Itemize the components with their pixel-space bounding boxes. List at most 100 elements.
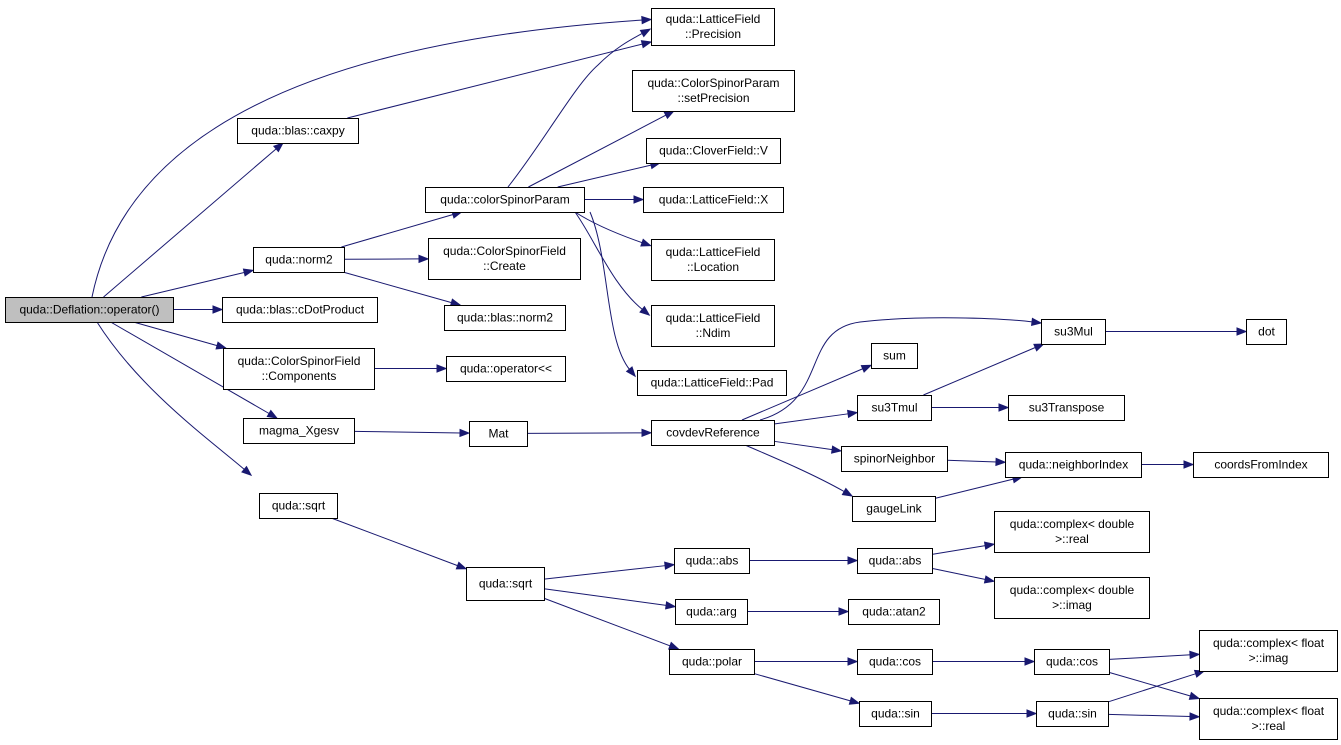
node-spinorneighbor[interactable]: spinorNeighbor (841, 446, 948, 472)
node-lfprecision[interactable]: quda::LatticeField::Precision (651, 8, 775, 46)
node-mat[interactable]: Mat (469, 421, 528, 447)
edge-abs1-to-abs2 (749, 556, 859, 565)
node-label: coordsFromIndex (1214, 458, 1307, 472)
node-label: dot (1258, 325, 1275, 339)
edge-root-to-components (133, 321, 228, 350)
node-sum[interactable]: sum (871, 343, 918, 369)
node-covdev[interactable]: covdevReference (651, 420, 775, 446)
edge-caxpy-to-lfprecision (347, 40, 653, 119)
node-label: quda::LatticeField (666, 12, 761, 26)
edge-cos1-to-cos2 (932, 657, 1036, 666)
edge-spinorneighbor-to-neighborindex (946, 457, 1007, 467)
edge-root-to-sqrt1 (96, 321, 253, 477)
edge-cos2-to-cfreal (1108, 671, 1201, 700)
node-box (637, 370, 787, 396)
node-label: quda::LatticeField (666, 311, 761, 325)
node-sqrt2[interactable]: quda::sqrt (466, 567, 545, 601)
node-cdimag[interactable]: quda::complex< double>::imag (994, 577, 1150, 619)
node-box (871, 343, 918, 369)
node-caxpy[interactable]: quda::blas::caxpy (237, 118, 359, 144)
node-lfpad[interactable]: quda::LatticeField::Pad (637, 370, 787, 396)
node-dot[interactable]: dot (1246, 319, 1287, 345)
edge-sqrt1-to-sqrt2 (330, 517, 468, 570)
node-label: quda::cos (869, 655, 921, 669)
node-box (1036, 701, 1109, 727)
node-box (1034, 649, 1110, 675)
edge-csparam-to-lflocation (574, 211, 652, 247)
node-sin2[interactable]: quda::sin (1036, 701, 1109, 727)
node-label: >::real (1055, 532, 1089, 546)
node-gaugelink[interactable]: gaugeLink (852, 496, 936, 522)
node-label: quda::polar (682, 655, 742, 669)
node-cos1[interactable]: quda::cos (857, 649, 933, 675)
edge-covdev-to-spinorneighbor (773, 440, 843, 454)
edge-csparam-to-lfndim (574, 211, 651, 316)
node-setprecision[interactable]: quda::ColorSpinorParam::setPrecision (632, 70, 795, 112)
node-abs2[interactable]: quda::abs (857, 548, 933, 574)
edge-csparam-to-lfprecision (507, 28, 652, 188)
node-label: quda::neighborIndex (1019, 458, 1128, 472)
node-components[interactable]: quda::ColorSpinorField::Components (223, 348, 375, 390)
node-coordsfromindex[interactable]: coordsFromIndex (1193, 452, 1329, 478)
node-atan2[interactable]: quda::atan2 (848, 599, 940, 625)
node-cos2[interactable]: quda::cos (1034, 649, 1110, 675)
node-neighborindex[interactable]: quda::neighborIndex (1005, 452, 1142, 478)
node-lflocation[interactable]: quda::LatticeField::Location (651, 239, 775, 281)
node-su3tmul[interactable]: su3Tmul (857, 395, 932, 421)
node-cfimag[interactable]: quda::complex< float>::imag (1199, 630, 1338, 672)
node-lfndim[interactable]: quda::LatticeField::Ndim (651, 305, 775, 347)
node-label: quda::sin (871, 707, 920, 721)
node-label: quda::atan2 (862, 605, 926, 619)
node-box (674, 548, 750, 574)
node-box (994, 577, 1150, 619)
node-box (469, 421, 528, 447)
node-label: quda::arg (686, 605, 737, 619)
node-blasnorm2[interactable]: quda::blas::norm2 (444, 305, 566, 331)
node-label: quda::blas::cDotProduct (236, 303, 365, 317)
node-opstream[interactable]: quda::operator<< (446, 356, 566, 382)
node-su3transpose[interactable]: su3Transpose (1008, 395, 1125, 421)
edge-sqrt2-to-polar (543, 597, 680, 650)
edge-root-to-caxpy (103, 142, 284, 298)
edge-polar-to-cos1 (754, 657, 859, 666)
edge-sin2-to-cfimag (1107, 669, 1206, 703)
node-box (848, 599, 940, 625)
edge-root-to-cdot (173, 305, 224, 314)
node-root[interactable]: quda::Deflation::operator() (5, 297, 174, 323)
node-csparam[interactable]: quda::colorSpinorParam (425, 187, 585, 213)
node-polar[interactable]: quda::polar (669, 649, 755, 675)
node-cfreal[interactable]: quda::complex< float>::real (1199, 698, 1338, 740)
node-sin1[interactable]: quda::sin (859, 701, 932, 727)
node-label: gaugeLink (866, 502, 922, 516)
edge-su3tmul-to-su3mul (923, 343, 1045, 396)
node-box (669, 649, 755, 675)
node-arg[interactable]: quda::arg (675, 599, 748, 625)
node-box (643, 187, 784, 213)
node-box (425, 187, 585, 213)
node-cdot[interactable]: quda::blas::cDotProduct (222, 297, 378, 323)
edge-covdev-to-gaugelink (744, 444, 854, 497)
node-label: quda::cos (1046, 655, 1098, 669)
node-box (651, 239, 775, 281)
node-sqrt1[interactable]: quda::sqrt (259, 493, 338, 519)
node-box (223, 348, 375, 390)
node-label: quda::LatticeField::X (659, 193, 768, 207)
edge-sin2-to-cfreal (1107, 712, 1201, 721)
node-csfcreate[interactable]: quda::ColorSpinorField::Create (428, 238, 581, 280)
node-box (1246, 319, 1287, 345)
edge-covdev-to-sum (741, 364, 873, 421)
node-label: su3Transpose (1029, 401, 1105, 415)
node-abs1[interactable]: quda::abs (674, 548, 750, 574)
node-su3mul[interactable]: su3Mul (1041, 319, 1106, 345)
node-box (466, 567, 545, 601)
node-cloverv[interactable]: quda::CloverField::V (646, 138, 781, 164)
node-magma[interactable]: magma_Xgesv (243, 418, 355, 444)
edge-csparam-to-cloverv (557, 161, 662, 188)
node-cdreal[interactable]: quda::complex< double>::real (994, 511, 1150, 553)
node-label: covdevReference (666, 426, 760, 440)
node-box (646, 138, 781, 164)
node-norm2[interactable]: quda::norm2 (253, 247, 345, 273)
node-box (857, 548, 933, 574)
node-lfx[interactable]: quda::LatticeField::X (643, 187, 784, 213)
